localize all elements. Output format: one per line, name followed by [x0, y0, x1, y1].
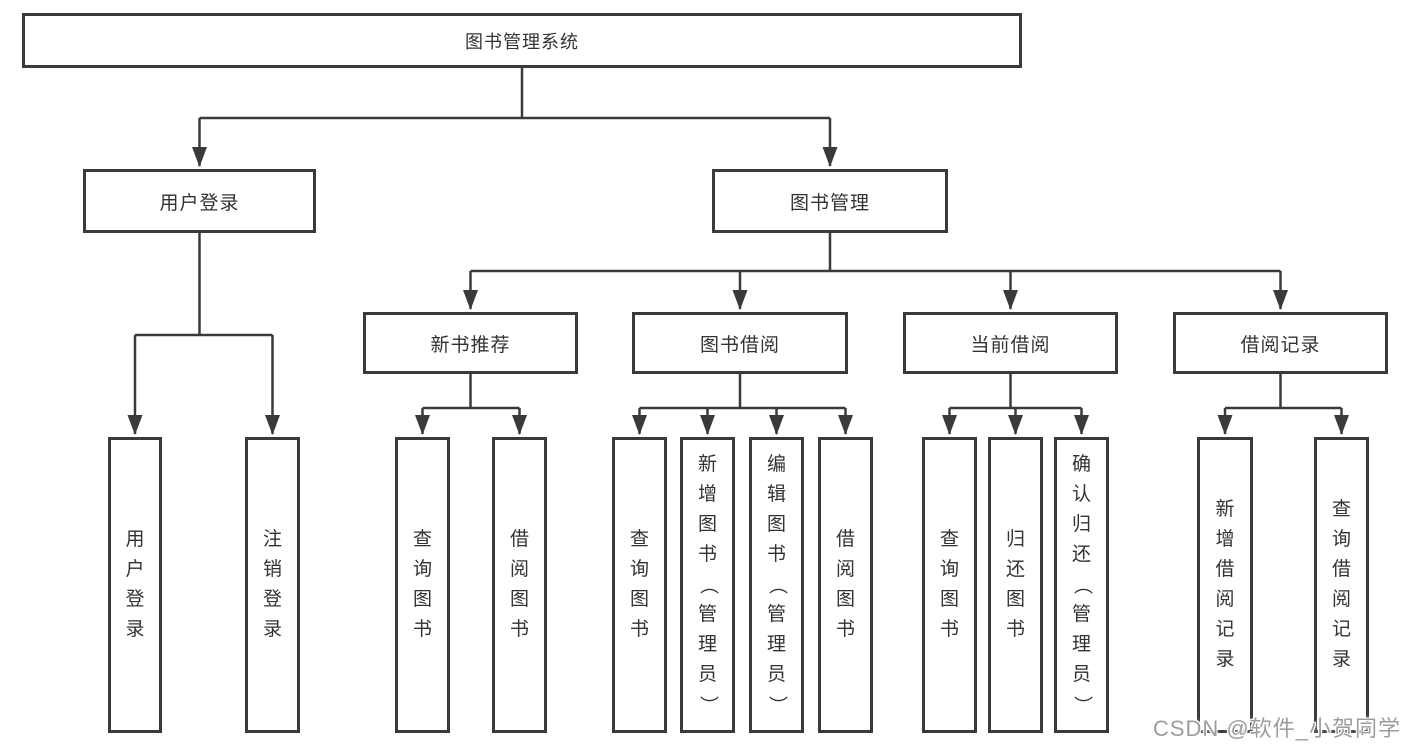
- connector-user-login-children: [127, 233, 280, 435]
- leaf-return-books: 归还图书: [988, 437, 1043, 733]
- connector-book-borrowing-children: [632, 374, 853, 435]
- leaf-query-books-current: 查询图书: [922, 437, 977, 733]
- node-book-management: 图书管理: [712, 169, 948, 233]
- watermark: CSDN @软件_小贺同学: [1152, 716, 1401, 741]
- node-borrowing-records: 借阅记录: [1173, 312, 1388, 374]
- leaf-add-books-admin: 新增图书（管理员）: [680, 437, 735, 733]
- node-library-management-system: 图书管理系统: [22, 13, 1022, 68]
- connector-new-book-children: [415, 374, 527, 435]
- leaf-query-books-borrowing: 查询图书: [612, 437, 667, 733]
- node-user-login: 用户登录: [83, 169, 316, 233]
- leaf-borrow-books-recommend: 借阅图书: [492, 437, 547, 733]
- leaf-borrow-books: 借阅图书: [818, 437, 873, 733]
- connector-borrowing-records-children: [1217, 374, 1349, 435]
- leaf-user-login: 用户登录: [108, 437, 162, 733]
- connector-book-management-to-level3: [463, 233, 1288, 310]
- leaf-edit-books-admin: 编辑图书（管理员）: [749, 437, 804, 733]
- connector-current-borrowing-children: [942, 374, 1089, 435]
- node-new-book-recommendation: 新书推荐: [363, 312, 578, 374]
- node-current-borrowing: 当前借阅: [903, 312, 1118, 374]
- node-book-borrowing: 图书借阅: [632, 312, 848, 374]
- connector-root-to-level2: [192, 68, 838, 167]
- leaf-logout: 注销登录: [245, 437, 300, 733]
- leaf-confirm-return-admin: 确认归还（管理员）: [1054, 437, 1109, 733]
- leaf-query-borrow-record: 查询借阅记录: [1314, 437, 1369, 733]
- leaf-add-borrow-record: 新增借阅记录: [1197, 437, 1253, 733]
- leaf-query-books-recommend: 查询图书: [395, 437, 450, 733]
